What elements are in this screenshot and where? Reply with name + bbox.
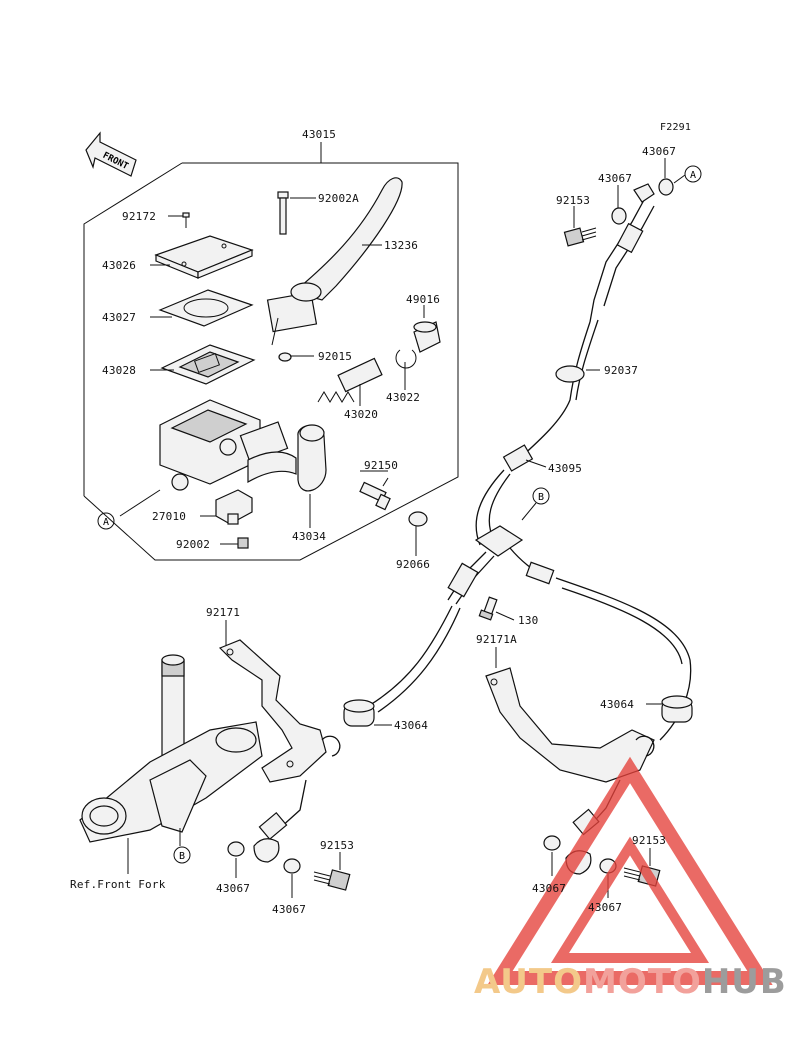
- diaphragm-plate: [158, 289, 254, 327]
- label-43067-right-1: 43067: [532, 882, 567, 895]
- callout-b-top: B: [532, 487, 550, 505]
- screw-92172: [182, 212, 190, 228]
- label-43027: 43027: [102, 311, 137, 324]
- label-92150: 92150: [364, 459, 399, 472]
- label-43020: 43020: [344, 408, 379, 421]
- figure-code: F2291: [660, 122, 692, 133]
- label-27010: 27010: [152, 510, 187, 523]
- label-43095: 43095: [548, 462, 583, 475]
- svg-text:B: B: [538, 492, 544, 503]
- nut-92015: [278, 352, 292, 362]
- label-92153-right: 92153: [632, 834, 667, 847]
- handlebar-clamp: [297, 424, 327, 492]
- label-43067-left-2: 43067: [272, 903, 307, 916]
- banjo-bolt-left: [313, 869, 351, 891]
- grommet-right: [661, 695, 693, 723]
- label-92153-top: 92153: [556, 194, 591, 207]
- dust-boot: [413, 321, 441, 353]
- upper-brake-hose: [519, 183, 655, 459]
- label-43028: 43028: [102, 364, 137, 377]
- label-43064-right: 43064: [600, 698, 635, 711]
- washer-left-1: [227, 841, 245, 857]
- callout-a-right: A: [684, 165, 702, 183]
- bracket-right: [485, 667, 655, 783]
- label-43067-top: 43067: [598, 172, 633, 185]
- svg-text:A: A: [103, 517, 109, 528]
- label-92066: 92066: [396, 558, 431, 571]
- clamp-bolt: [359, 481, 391, 511]
- master-cylinder-body: [159, 399, 297, 491]
- brake-light-switch: [215, 489, 253, 525]
- banjo-bolt-top: [563, 227, 597, 247]
- hose-clamp: [555, 365, 585, 383]
- front-arrow-icon: FRONT: [85, 131, 137, 177]
- label-43067-right-2: 43067: [588, 901, 623, 914]
- label-92015: 92015: [318, 350, 353, 363]
- label-92153-left: 92153: [320, 839, 355, 852]
- grommet-left: [343, 699, 375, 727]
- label-43067-top-right: 43067: [642, 145, 677, 158]
- bolt-130: [478, 596, 498, 621]
- label-130: 130: [518, 614, 539, 627]
- circlip: [395, 349, 417, 369]
- screw-92002: [237, 537, 249, 549]
- label-92002: 92002: [176, 538, 211, 551]
- callout-b-bottom: B: [173, 846, 191, 864]
- label-43067-left-1: 43067: [216, 882, 251, 895]
- washer-top-1: [611, 207, 627, 225]
- label-43015: 43015: [302, 128, 337, 141]
- label-49016: 49016: [406, 293, 441, 306]
- svg-text:B: B: [179, 851, 185, 862]
- label-13236: 13236: [384, 239, 419, 252]
- diaphragm: [160, 344, 256, 385]
- label-43064-left: 43064: [394, 719, 429, 732]
- svg-text:A: A: [690, 170, 696, 181]
- watermark-logo: AUTOMOTOHUB: [474, 962, 787, 1002]
- label-43026: 43026: [102, 259, 137, 272]
- pivot-bolt: [277, 191, 289, 235]
- washer-left-2: [283, 858, 301, 874]
- label-92172: 92172: [122, 210, 157, 223]
- watermark-triangle-icon: [487, 756, 773, 985]
- label-92171a: 92171A: [476, 633, 517, 646]
- bracket-left: [218, 639, 341, 783]
- lower-left-hose: [253, 779, 307, 863]
- piston-assembly: [317, 357, 383, 403]
- washer-top-2: [658, 178, 674, 196]
- master-cylinder-assembly-outline: [83, 142, 459, 561]
- cap-92066: [408, 511, 428, 527]
- label-43022: 43022: [386, 391, 421, 404]
- reservoir-cap: [154, 235, 254, 279]
- ref-front-fork-note: Ref.Front Fork: [70, 878, 166, 891]
- label-43034: 43034: [292, 530, 327, 543]
- callout-a-left: A: [97, 512, 115, 530]
- hose-joint: [447, 444, 555, 605]
- hose-left-run: [369, 605, 453, 706]
- brake-lever: [266, 177, 403, 346]
- label-92002a: 92002A: [318, 192, 359, 205]
- front-fork-reference: [79, 654, 263, 843]
- label-92037: 92037: [604, 364, 639, 377]
- washer-right-1: [543, 835, 561, 851]
- label-92171: 92171: [206, 606, 241, 619]
